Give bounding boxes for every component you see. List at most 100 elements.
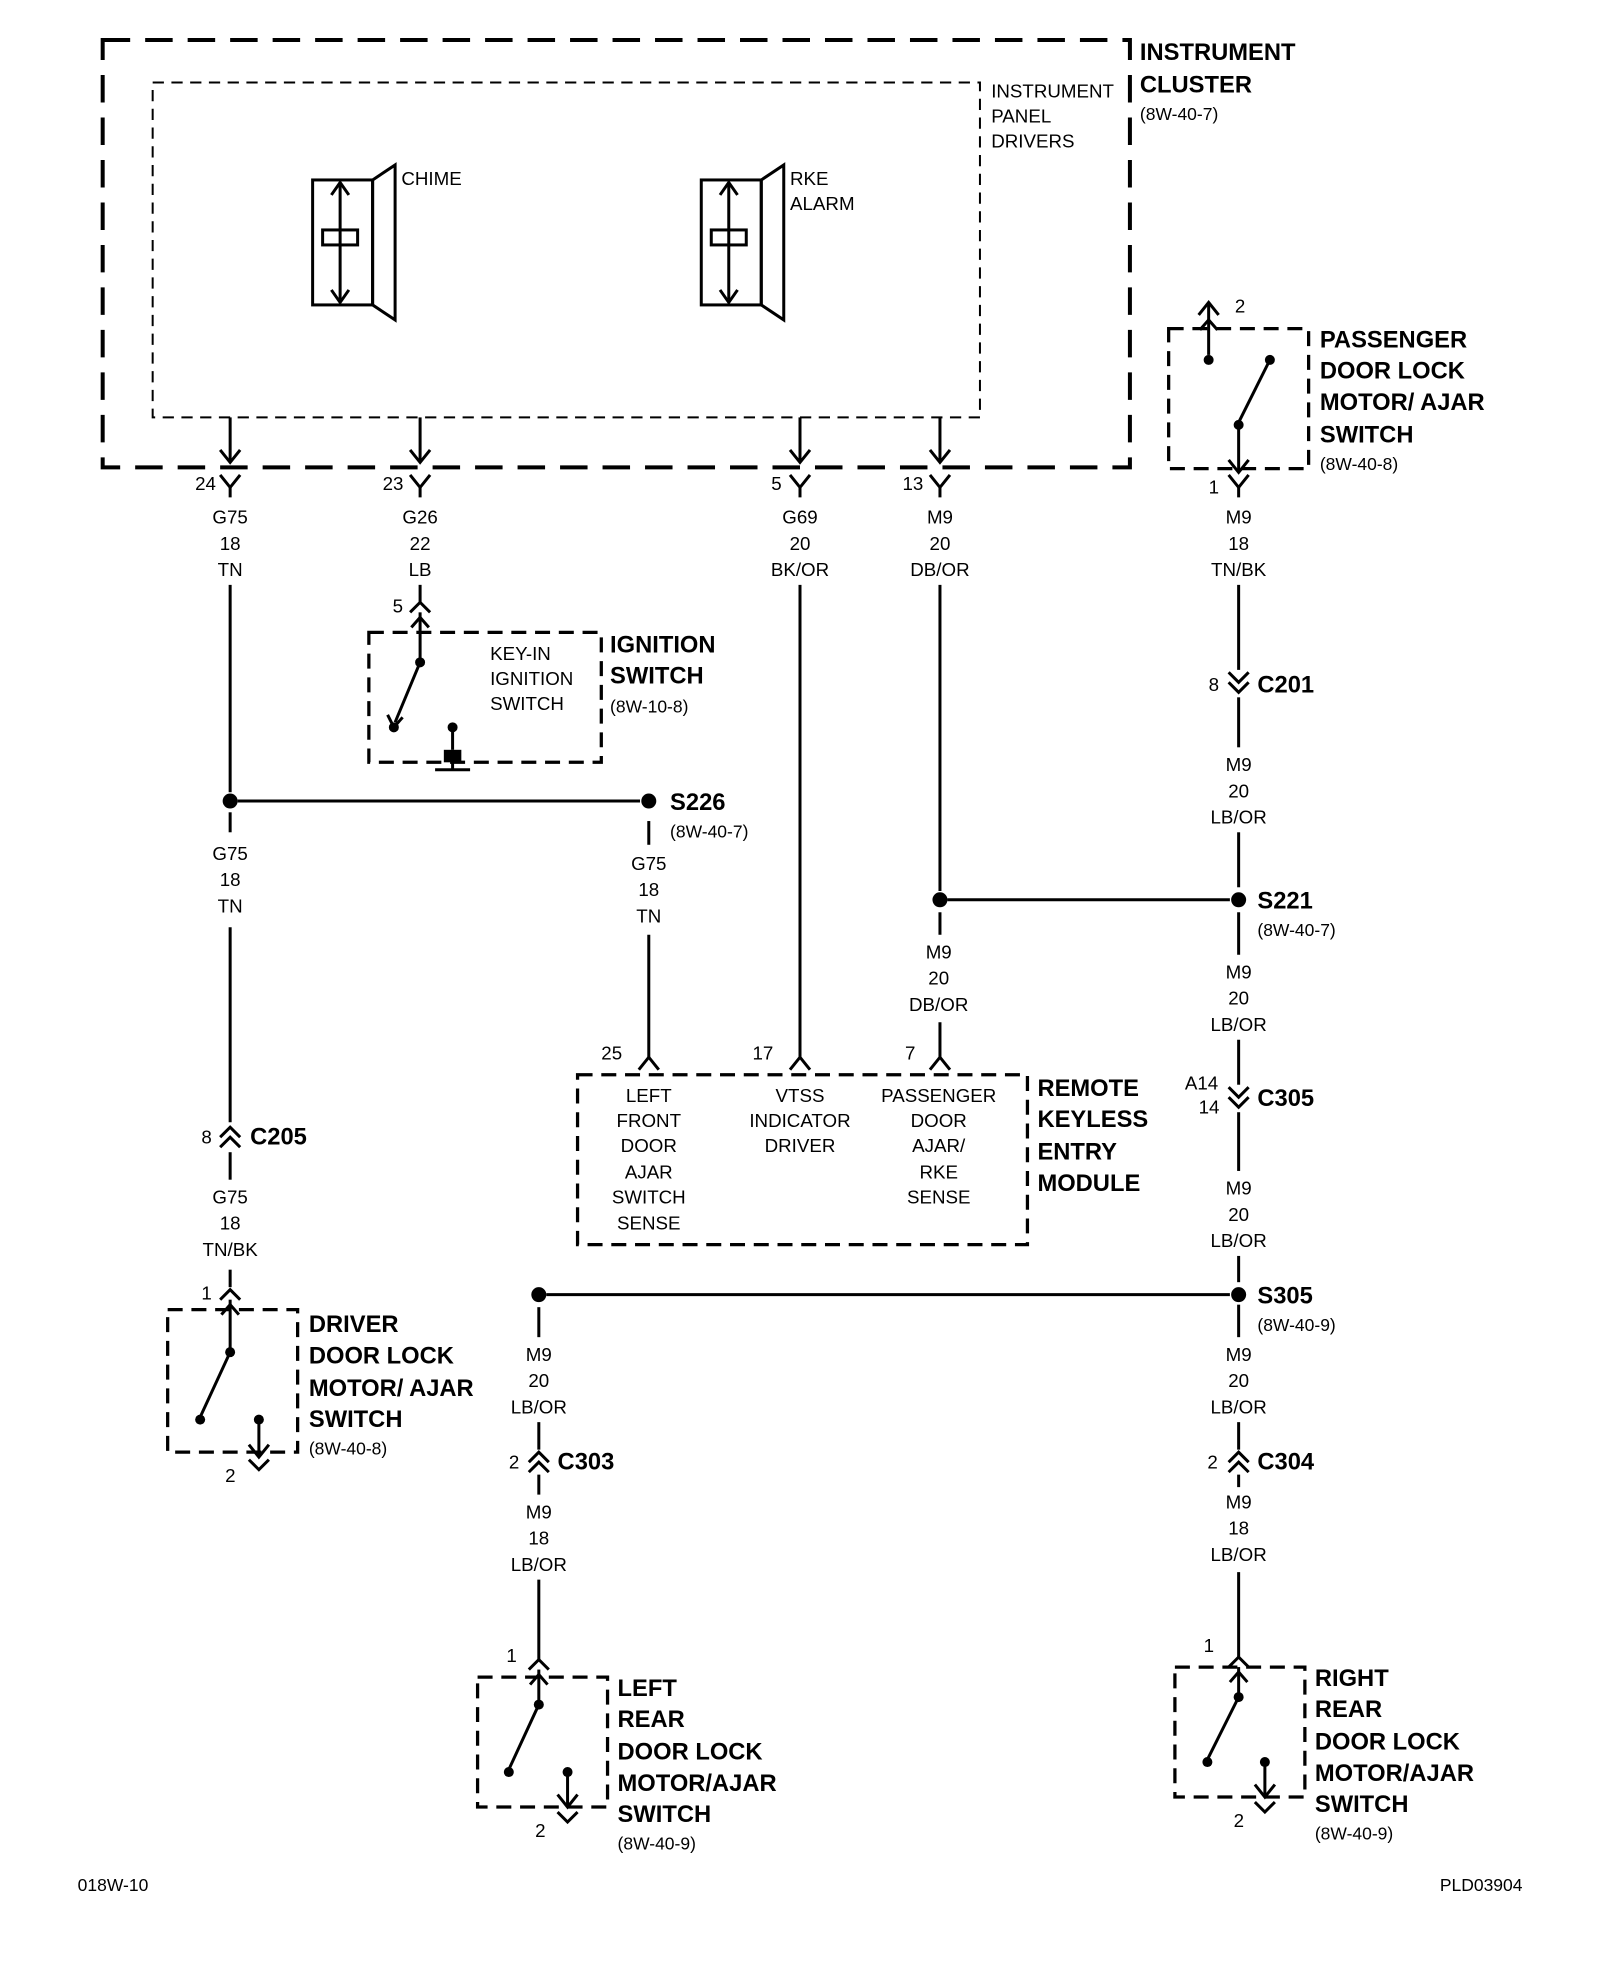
wire-m9-c305-circuit: M9: [1226, 1178, 1252, 1199]
c205-label: C205: [250, 1125, 307, 1151]
wire-m9-c303: M9 18 LB/OR: [511, 1501, 567, 1574]
wire-m9-c303-gauge: 18: [528, 1528, 549, 1549]
splice-dot-s305: [1231, 1287, 1247, 1303]
wire-g75-c205-color: TN/BK: [203, 1239, 259, 1260]
wire-g75-top: G75 18 TN: [212, 507, 247, 580]
s226-ref: (8W-40-7): [670, 821, 748, 841]
rke-left-6: SENSE: [617, 1213, 681, 1234]
wire-g75-mid-circuit: G75: [212, 843, 247, 864]
rke-left-3: DOOR: [621, 1135, 677, 1156]
instrument-cluster: INSTRUMENT CLUSTER (8W-40-7) INSTRUMENT …: [100, 37, 1296, 498]
right-rear-pin-2: 2: [1234, 1810, 1244, 1831]
wire-g75-s226: G75 18 TN: [631, 853, 666, 926]
wire-g75-top-gauge: 18: [220, 533, 241, 554]
rke-right-4: RKE: [919, 1161, 958, 1182]
rke-mid-1: VTSS: [776, 1085, 825, 1106]
wire-m9-s305-left-circuit: M9: [526, 1344, 552, 1365]
wire-m9-pass: M9 18 TN/BK: [1211, 507, 1267, 580]
s226-label: S226: [670, 790, 725, 816]
wire-g75-s226-gauge: 18: [638, 879, 659, 900]
wire-m9-top: M9 20 DB/OR: [910, 507, 969, 580]
wire-g69: G69 20 BK/OR: [771, 507, 829, 580]
passenger-title-3: MOTOR/ AJAR: [1320, 390, 1485, 416]
splice-dot-m9-left: [932, 892, 948, 908]
driver-ref: (8W-40-8): [309, 1439, 387, 1459]
wire-g75-s226-color: TN: [636, 905, 661, 926]
right-rear-title-4: MOTOR/AJAR: [1315, 1761, 1474, 1787]
rke-pin-25: 25: [601, 1043, 622, 1064]
ignition-switch-outline: [367, 630, 603, 764]
driver-title-1: DRIVER: [309, 1312, 399, 1338]
rke-left-2: FRONT: [617, 1110, 682, 1131]
connector-c303-icon: [527, 1450, 550, 1474]
instrument-cluster-outline: [100, 37, 1132, 470]
wire-m9-s305-down-gauge: 20: [1228, 1370, 1249, 1391]
rke-alarm-icon: [699, 162, 786, 323]
splice-dot-m9-left-rear: [531, 1287, 547, 1303]
right-rear-switch-contacts-icon: [1202, 1654, 1277, 1815]
driver-pin-1: 1: [201, 1283, 211, 1304]
rke-pin-17: 17: [753, 1043, 774, 1064]
right-rear-title-5: SWITCH: [1315, 1792, 1409, 1818]
driver-switch-contacts-icon: [195, 1287, 271, 1472]
left-rear-ref: (8W-40-9): [618, 1834, 696, 1854]
wire-m9-s221-left-gauge: 20: [928, 968, 949, 989]
wire-m9-c305-color: LB/OR: [1211, 1230, 1267, 1251]
c303-label: C303: [558, 1450, 615, 1476]
c305-pin-a: A14: [1185, 1073, 1218, 1094]
remote-keyless-entry-module: 25 17 7 LEFT FRONT DOOR AJAR SWITCH SENS…: [575, 1043, 1148, 1247]
chime-label: CHIME: [401, 168, 461, 189]
drivers-label-2: PANEL: [991, 105, 1051, 126]
drivers-label-3: DRIVERS: [991, 130, 1074, 151]
right-rear-title-1: RIGHT: [1315, 1666, 1389, 1692]
rke-title-2: KEYLESS: [1037, 1107, 1148, 1133]
right-rear-door-lock-switch: 1 2 RIGHT REAR DOOR LOCK MOTOR/AJAR SWIT…: [1173, 1635, 1474, 1844]
rke-title-1: REMOTE: [1037, 1076, 1139, 1102]
passenger-pin-1: 1: [1209, 477, 1219, 498]
wire-g75-top-color: TN: [218, 559, 243, 580]
wire-m9-s221-left: M9 20 DB/OR: [909, 942, 968, 1015]
wire-m9-s221-down-circuit: M9: [1226, 962, 1252, 983]
c201-pin: 8: [1209, 674, 1219, 695]
rke-right-2: DOOR: [911, 1110, 967, 1131]
passenger-ref: (8W-40-8): [1320, 454, 1398, 474]
wire-m9-s221-left-circuit: M9: [926, 942, 952, 963]
wire-g75-c205-circuit: G75: [212, 1186, 247, 1207]
footer-left-code: 018W-10: [78, 1875, 149, 1895]
driver-title-3: MOTOR/ AJAR: [309, 1376, 474, 1402]
ignition-switch: 5 KEY-IN IGNITION SWITCH IGNITION SWITCH…: [367, 595, 716, 772]
c304-pin: 2: [1207, 1451, 1217, 1472]
wire-g75-mid: G75 18 TN: [212, 843, 247, 916]
left-rear-title-3: DOOR LOCK: [618, 1740, 763, 1766]
connector-c205-icon: [219, 1125, 242, 1149]
wire-lines: [228, 584, 1241, 1660]
right-rear-switch-outline: [1173, 1665, 1307, 1799]
wire-g75-mid-color: TN: [218, 895, 243, 916]
drivers-label-1: INSTRUMENT: [991, 80, 1114, 101]
splice-dot-s226: [641, 793, 657, 809]
wire-g75-mid-gauge: 18: [220, 869, 241, 890]
s221-ref: (8W-40-7): [1257, 920, 1335, 940]
footer-right-code: PLD03904: [1440, 1875, 1523, 1895]
wire-m9-s305-left-color: LB/OR: [511, 1396, 567, 1417]
rke-alarm-label-1: RKE: [790, 168, 829, 189]
connector-c201-icon: [1227, 671, 1250, 695]
left-rear-title-4: MOTOR/AJAR: [618, 1771, 777, 1797]
wire-g75-s226-circuit: G75: [631, 853, 666, 874]
driver-title-4: SWITCH: [309, 1407, 403, 1433]
left-rear-door-lock-switch: 1 2 LEFT REAR DOOR LOCK MOTOR/AJAR SWITC…: [475, 1645, 777, 1854]
wire-m9-s221-down: M9 20 LB/OR: [1211, 962, 1267, 1035]
ignition-inner-3: SWITCH: [490, 693, 564, 714]
wire-m9-s305-left: M9 20 LB/OR: [511, 1344, 567, 1417]
wire-g75-c205-gauge: 18: [220, 1213, 241, 1234]
c305-pin-b: 14: [1199, 1096, 1220, 1117]
passenger-pin-2: 2: [1235, 295, 1245, 316]
wire-m9-pass-circuit: M9: [1226, 507, 1252, 528]
c304-label: C304: [1257, 1450, 1315, 1476]
ignition-inner-2: IGNITION: [490, 668, 573, 689]
rke-module-outline: [575, 1073, 1030, 1247]
wire-m9-c201: M9 20 LB/OR: [1211, 754, 1267, 827]
passenger-title-1: PASSENGER: [1320, 327, 1467, 353]
wire-m9-c303-color: LB/OR: [511, 1554, 567, 1575]
right-rear-title-3: DOOR LOCK: [1315, 1730, 1460, 1756]
